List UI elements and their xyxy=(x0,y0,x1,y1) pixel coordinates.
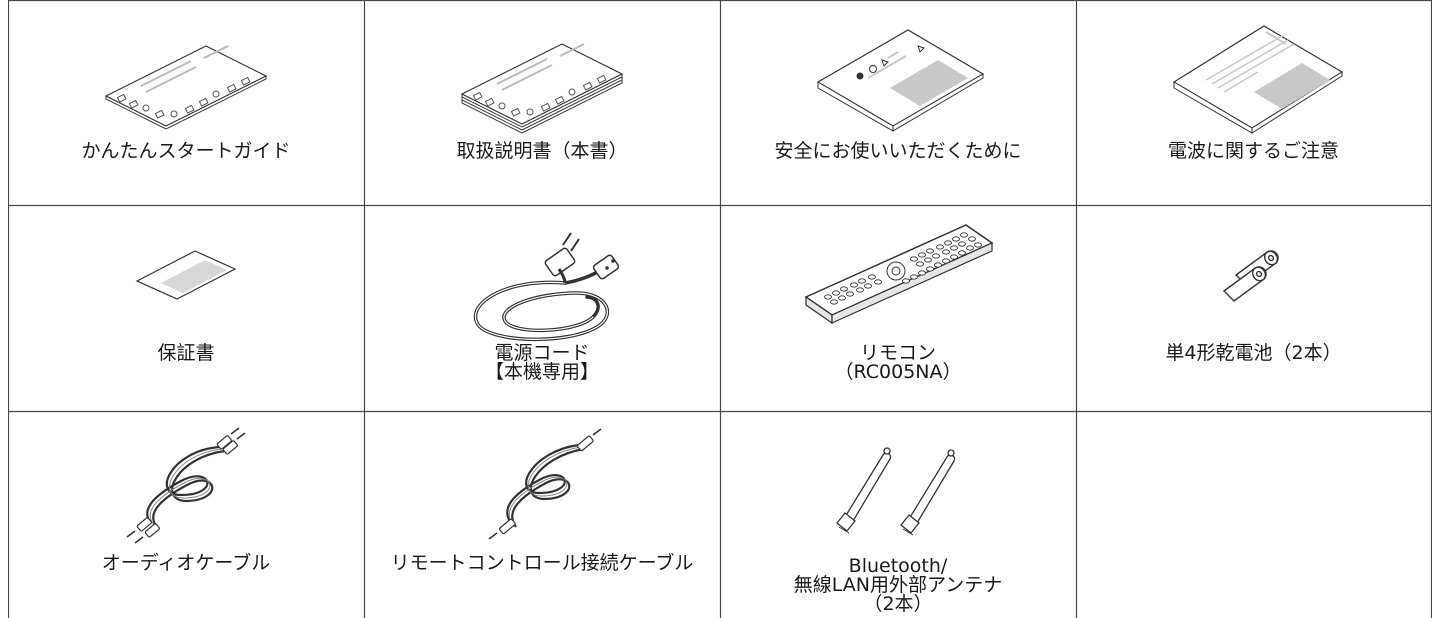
accessory-label: かんたんスタートガイド xyxy=(81,140,291,162)
accessory-cell-aaa-batteries: 単4形乾電池（2本） xyxy=(1076,205,1431,411)
quick-start-guide-icon xyxy=(104,45,268,130)
accessory-cell-quick-start-guide: かんたんスタートガイド xyxy=(8,0,364,205)
accessory-label: 安全にお使いいただくために xyxy=(774,140,1022,162)
warranty-card-icon xyxy=(135,250,237,300)
external-antenna-icon xyxy=(836,447,956,536)
accessory-cell-remote-connection-cable: リモートコントロール接続ケーブル xyxy=(364,411,720,618)
power-cord-icon xyxy=(473,232,620,341)
accessory-cell-owners-manual: 取扱説明書（本書） xyxy=(364,0,720,205)
accessory-cell-warranty-card: 保証書 xyxy=(8,205,364,411)
accessory-cell-external-antenna: Bluetooth/ 無線LAN用外部アンテナ （2本） xyxy=(720,411,1076,618)
accessory-label: 取扱説明書（本書） xyxy=(456,140,628,162)
accessory-label: 電波に関するご注意 xyxy=(1167,140,1339,162)
accessory-label: 保証書 xyxy=(157,342,215,364)
accessory-cell-audio-cable: オーディオケーブル xyxy=(8,411,364,618)
table-grid-lines xyxy=(8,0,1432,618)
accessory-label: オーディオケーブル xyxy=(101,552,271,574)
accessory-cell-power-cord: 電源コード 【本機専用】 xyxy=(364,205,720,411)
safety-instructions-icon xyxy=(816,29,985,132)
accessory-label: 電源コード 【本機専用】 xyxy=(484,342,599,383)
accessory-cell-remote-control: リモコン （RC005NA） xyxy=(720,205,1076,411)
accessory-label: リモコン （RC005NA） xyxy=(834,342,962,383)
remote-connection-cable-icon xyxy=(488,428,602,540)
accessory-cell-safety-instructions: 安全にお使いいただくために xyxy=(720,0,1076,205)
radio-wave-notice-icon xyxy=(1172,25,1343,134)
accessory-label: Bluetooth/ 無線LAN用外部アンテナ （2本） xyxy=(793,555,1003,615)
accessory-cell-empty xyxy=(1076,411,1431,618)
accessory-label: リモートコントロール接続ケーブル xyxy=(390,552,694,574)
accessory-label: 単4形乾電池（2本） xyxy=(1165,342,1342,364)
aaa-batteries-icon xyxy=(1222,250,1279,302)
remote-control-icon xyxy=(804,224,994,325)
owners-manual-icon xyxy=(460,43,624,134)
audio-cable-icon xyxy=(126,427,246,544)
accessory-cell-radio-wave-notice: 電波に関するご注意 xyxy=(1076,0,1431,205)
accessories-table: かんたんスタートガイド xyxy=(8,0,1432,618)
